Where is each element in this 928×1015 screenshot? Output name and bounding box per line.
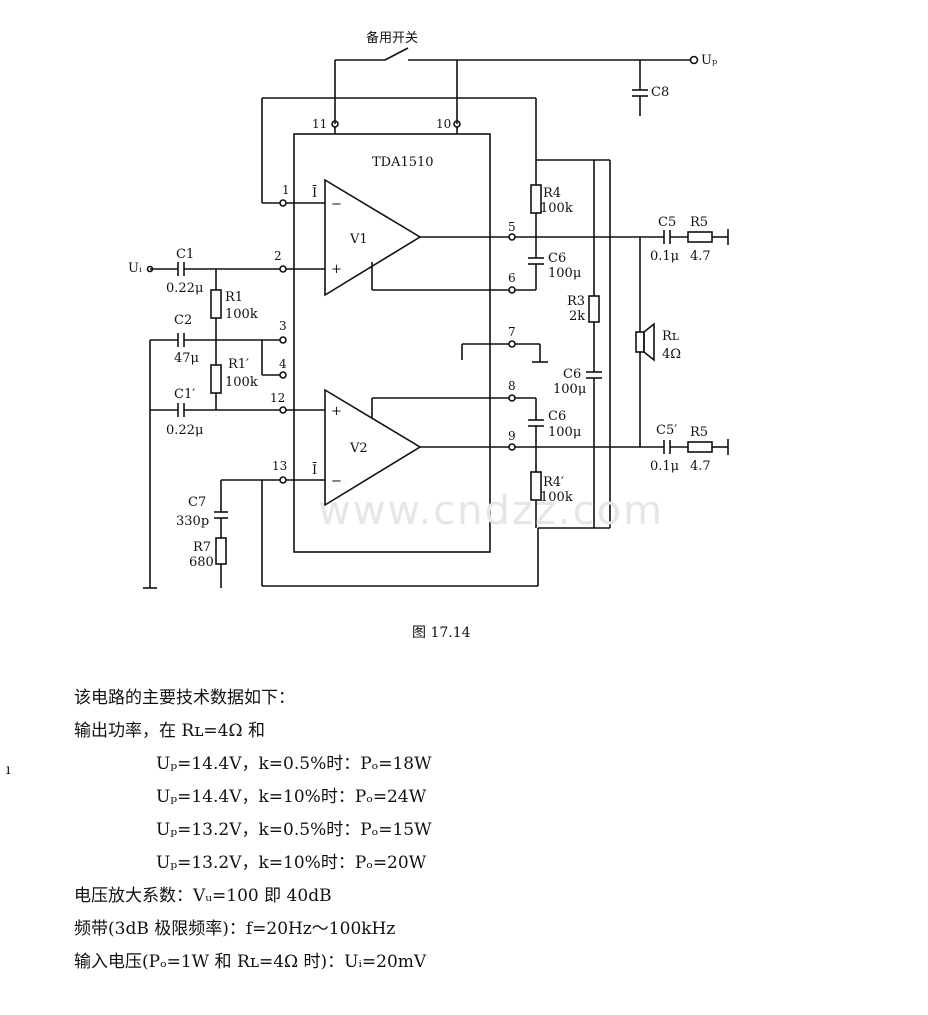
pin-11: 11 (312, 117, 327, 131)
svg-text:+: + (331, 404, 342, 419)
amp-v1-label: V1 (349, 232, 368, 247)
r5b-label: R5 (690, 425, 708, 440)
spec-intro: 该电路的主要技术数据如下： (74, 688, 295, 708)
svg-text:−: − (331, 197, 342, 212)
r4-value: 100k (540, 201, 573, 216)
pin-5: 5 (508, 220, 516, 234)
spec-row: Uₚ=13.2V，k=0.5%时：Pₒ=15W (156, 820, 432, 840)
pin-3: 3 (279, 319, 287, 333)
spec-bandwidth: 频带(3dB 极限频率)：f=20Hz～100kHz (74, 919, 396, 939)
r7-label: R7 (193, 540, 211, 555)
c5p-value: 0.1μ (650, 459, 679, 474)
c7-label: C7 (188, 495, 206, 510)
c6b-value: 100μ (553, 382, 586, 397)
rl-label: Rʟ (662, 329, 679, 344)
pin-1: 1 (282, 183, 290, 197)
spec-gain: 电压放大系数：Vᵤ=100 即 40dB (74, 886, 332, 906)
watermark: www.cndzz.com (318, 488, 665, 534)
c5p-label: C5′ (656, 423, 677, 438)
pin-8: 8 (508, 379, 516, 393)
r1-value: 100k (225, 307, 258, 322)
c6a-value: 100μ (548, 266, 581, 281)
c5-value: 0.1μ (650, 249, 679, 264)
spec-output-power: 输出功率，在 Rʟ=4Ω 和 (74, 721, 265, 741)
c1-value: 0.22μ (166, 281, 203, 296)
pin-9: 9 (508, 429, 516, 443)
pin-2: 2 (274, 249, 282, 263)
r5-value: 4.7 (690, 249, 711, 264)
c5-label: C5 (658, 215, 676, 230)
r1-label: R1 (225, 290, 243, 305)
circuit-diagram: 备用开关 Uₚ TDA1510 V1 V2 Ī Ī − + + − Uᵢ 11 … (128, 30, 729, 589)
switch-label: 备用开关 (366, 30, 418, 46)
spec-input-voltage: 输入电压(Pₒ=1W 和 Rʟ=4Ω 时)：Uᵢ=20mV (74, 952, 427, 972)
chip-body (293, 133, 491, 553)
supply-label: Uₚ (701, 53, 717, 68)
spec-row: Uₚ=14.4V，k=10%时：Pₒ=24W (156, 787, 427, 807)
rl-value: 4Ω (662, 347, 681, 362)
amp-v2 (324, 388, 422, 507)
amp-v2-label: V2 (349, 441, 368, 456)
c7-value: 330p (176, 514, 209, 529)
c2-value: 47μ (174, 351, 199, 366)
r1p-label: R1′ (228, 357, 249, 372)
pin-4: 4 (279, 357, 287, 371)
r5b-value: 4.7 (690, 459, 711, 474)
pin-6: 6 (508, 271, 516, 285)
svg-text:+: + (331, 262, 342, 277)
c1p-value: 0.22μ (166, 423, 203, 438)
c6c-label: C6 (548, 409, 566, 424)
c1-label: C1 (176, 247, 194, 262)
r4p-label: R4′ (543, 475, 564, 490)
input-label: Uᵢ (128, 261, 142, 276)
v1-minus-label: Ī (312, 185, 317, 201)
spec-list: 该电路的主要技术数据如下： 输出功率，在 Rʟ=4Ω 和 Uₚ=14.4V，k=… (74, 682, 432, 979)
c6c-value: 100μ (548, 425, 581, 440)
chip-label: TDA1510 (372, 155, 434, 170)
spec-row: Uₚ=14.4V，k=0.5%时：Pₒ=18W (156, 754, 432, 774)
r3-value: 2k (569, 309, 585, 324)
pin-10: 10 (436, 117, 451, 131)
svg-text:−: − (331, 474, 342, 489)
figure-caption: 图 17.14 (412, 625, 471, 641)
r5-label: R5 (690, 215, 708, 230)
spec-row: Uₚ=13.2V，k=10%时：Pₒ=20W (156, 853, 427, 873)
r1p-value: 100k (225, 375, 258, 390)
stray-mark: ı (6, 762, 11, 778)
pin-13: 13 (272, 459, 287, 473)
c8-label: C8 (651, 85, 669, 100)
c6a-label: C6 (548, 251, 566, 266)
r4p-value: 100k (540, 490, 573, 505)
r3-label: R3 (567, 294, 585, 309)
pin-7: 7 (508, 325, 516, 339)
pin-12: 12 (270, 391, 285, 405)
c1p-label: C1′ (174, 387, 195, 402)
r4-label: R4 (543, 186, 561, 201)
c2-label: C2 (174, 313, 192, 328)
r7-value: 680 (189, 555, 214, 570)
c6b-label: C6 (563, 367, 581, 382)
v2-minus-label: Ī (312, 462, 317, 478)
